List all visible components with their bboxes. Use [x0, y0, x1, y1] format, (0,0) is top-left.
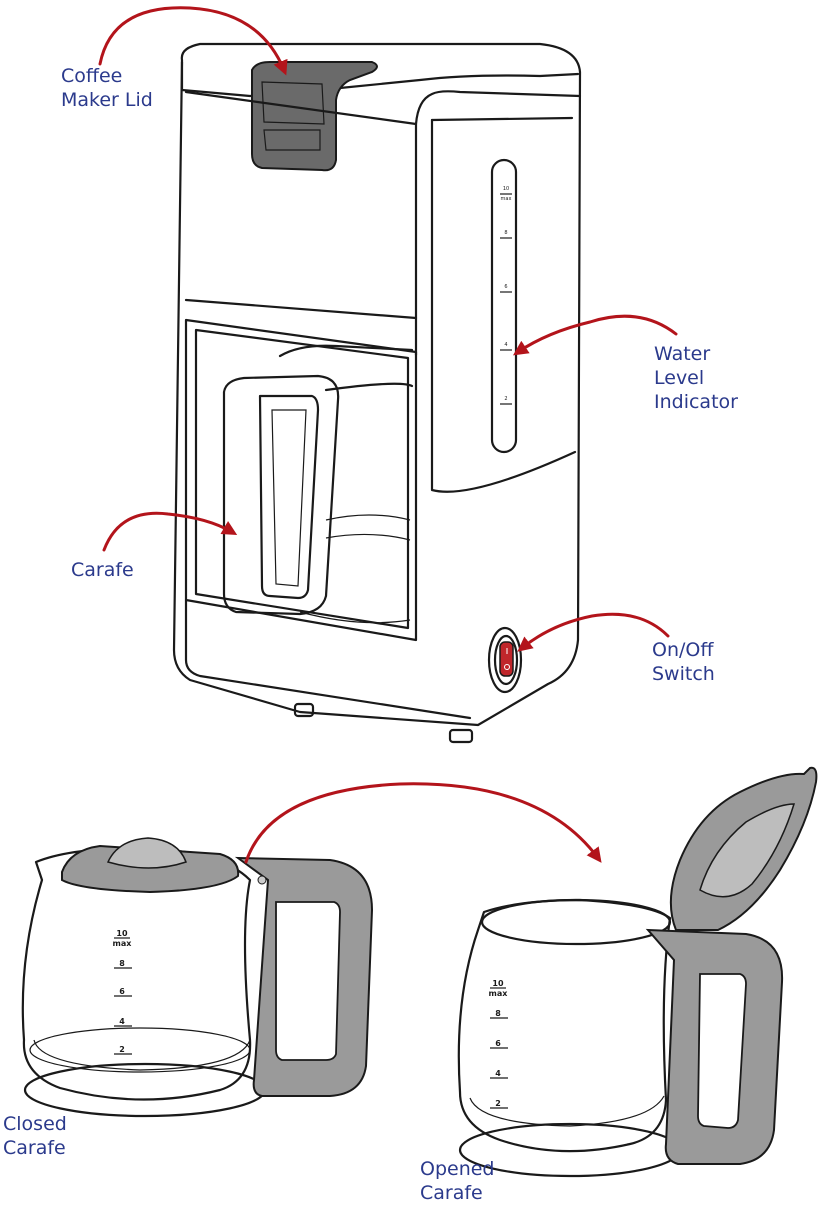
closed-scale-10: 10: [116, 929, 128, 938]
arrow-switch: [517, 612, 670, 652]
label-water-level-indicator: Water Level Indicator: [654, 342, 738, 414]
label-on-off-line1: On/Off: [652, 639, 714, 661]
opened-scale-10: 10: [492, 979, 504, 988]
opened-scale-8: 8: [495, 1009, 501, 1018]
machine-body: [172, 42, 582, 727]
closed-carafe-scale: 10 max 8 6 4 2: [113, 929, 133, 1055]
water-scale-max: max: [501, 196, 512, 202]
arrow-lid: [98, 6, 288, 76]
arrow-open-carafe: [244, 782, 602, 864]
opened-carafe-scale: 10 max 8 6 4 2: [489, 979, 509, 1109]
arrow-water-level: [513, 314, 678, 356]
closed-scale-4: 4: [119, 1017, 125, 1026]
label-coffee-maker-lid: Coffee Maker Lid: [61, 64, 153, 112]
arrow-carafe: [102, 511, 238, 552]
water-scale-4: 4: [504, 342, 507, 348]
label-coffee-maker-lid-line2: Maker Lid: [61, 89, 153, 111]
water-level-scale: 10 max 8 6 4 2: [500, 186, 512, 405]
water-scale-10: 10: [503, 186, 509, 192]
closed-scale-8: 8: [119, 959, 125, 968]
water-scale-2: 2: [504, 396, 507, 402]
lid-handle: [251, 61, 378, 172]
on-off-switch[interactable]: [487, 626, 523, 694]
coffee-maker: 10 max 8 6 4 2: [172, 42, 582, 744]
label-coffee-maker-lid-line1: Coffee: [61, 65, 123, 87]
water-scale-8: 8: [504, 230, 507, 236]
label-closed-carafe: Closed Carafe: [3, 1112, 67, 1160]
closed-carafe: 10 max 8 6 4 2: [21, 837, 374, 1118]
label-opened-carafe-line1: Opened: [420, 1158, 495, 1180]
water-level-window: [490, 158, 518, 454]
opened-scale-6: 6: [495, 1039, 501, 1048]
opened-carafe: 10 max 8 6 4 2: [457, 766, 818, 1178]
label-water-level-line3: Indicator: [654, 391, 738, 413]
label-opened-carafe: Opened Carafe: [420, 1157, 495, 1205]
label-water-level-line1: Water: [654, 343, 711, 365]
top-cap: [180, 60, 580, 98]
label-closed-carafe-line1: Closed: [3, 1113, 67, 1135]
rear-foot: [448, 728, 474, 744]
opened-scale-2: 2: [495, 1099, 501, 1108]
label-water-level-line2: Level: [654, 367, 705, 389]
label-on-off-switch: On/Off Switch: [652, 638, 715, 686]
label-carafe-line1: Carafe: [71, 559, 134, 581]
label-carafe: Carafe: [71, 558, 134, 582]
front-foot: [293, 702, 315, 718]
label-opened-carafe-line2: Carafe: [420, 1182, 483, 1204]
opened-scale-max: max: [489, 989, 509, 998]
closed-scale-max: max: [113, 939, 133, 948]
closed-scale-6: 6: [119, 987, 125, 996]
opened-scale-4: 4: [495, 1069, 501, 1078]
inner-carafe: [222, 344, 414, 624]
label-closed-carafe-line2: Carafe: [3, 1137, 66, 1159]
closed-carafe-lid: [61, 844, 240, 894]
water-scale-6: 6: [504, 284, 507, 290]
closed-scale-2: 2: [119, 1045, 125, 1054]
label-on-off-line2: Switch: [652, 663, 715, 685]
